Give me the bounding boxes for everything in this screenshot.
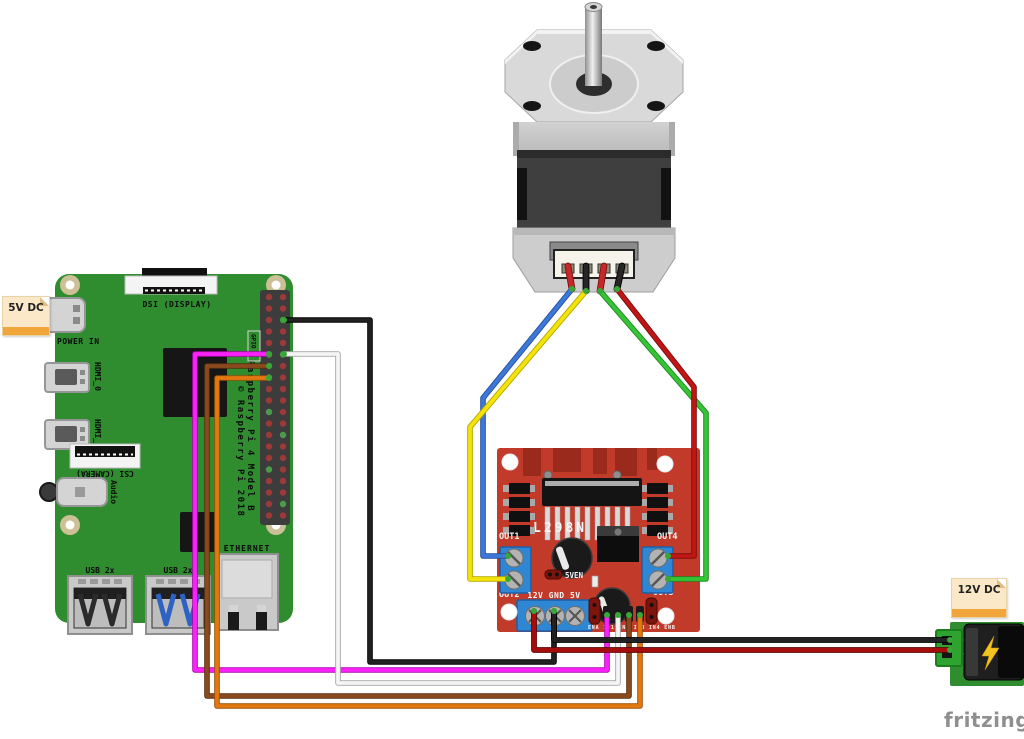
ethernet-label: ETHERNET — [224, 544, 271, 553]
wire-coil-b2-red[interactable] — [614, 286, 697, 559]
enb-jumper[interactable] — [645, 597, 658, 625]
5ven-jumper[interactable] — [544, 569, 563, 580]
wire-in2-white[interactable] — [281, 351, 621, 686]
pi-copyright-text: © Raspberry Pi 2018 — [235, 386, 246, 517]
out4-out3-terminal[interactable] — [641, 546, 674, 594]
wire-motor-lead-black-b[interactable] — [613, 262, 626, 293]
wire-motor-lead-red-a[interactable] — [564, 262, 576, 293]
note-fold — [40, 297, 49, 306]
out1-label: OUT1 — [499, 532, 519, 542]
heatsink-silkscreen — [523, 448, 657, 476]
wire-coil-b1-green[interactable] — [597, 288, 709, 582]
usb-left-label: USB 2x — [86, 566, 115, 575]
ena-jumper[interactable] — [588, 597, 601, 625]
l298n-mounting-hole — [500, 453, 675, 625]
lightning-bolt-icon — [981, 635, 1000, 671]
usb-right-label: USB 2x — [164, 566, 193, 575]
capacitor — [551, 537, 593, 579]
hdmi1-label: HDMI_1 — [93, 419, 102, 448]
wire-in1-magenta[interactable] — [192, 351, 610, 673]
out4-label: OUT4 — [657, 532, 677, 542]
pi-pcb — [55, 274, 293, 623]
motor-shaft — [584, 2, 603, 86]
diodes-left — [503, 483, 535, 536]
note-12v-dc[interactable]: 12V DC — [951, 578, 1007, 618]
note-strip — [3, 327, 49, 335]
gpio-header[interactable] — [260, 290, 290, 525]
gpio-label: GPIO — [250, 334, 257, 349]
voltage-regulator — [597, 526, 639, 562]
usb2-port — [67, 575, 133, 635]
hdmi0-label: HDMI_0 — [93, 362, 102, 391]
diodes-right — [642, 483, 673, 536]
stepper-motor[interactable] — [504, 0, 685, 296]
pi-model-text: Raspberry Pi 4 Model B — [245, 360, 256, 512]
wire-coil-a2-yellow[interactable] — [467, 288, 589, 582]
wire-junction-dots — [266, 286, 953, 653]
csi-connector — [69, 443, 141, 469]
note-5v-dc[interactable]: 5V DC — [2, 296, 50, 336]
power-in-label: POWER IN — [57, 337, 100, 346]
l298n-label: L298N — [533, 521, 587, 536]
fritzing-watermark: fritzing — [944, 708, 1024, 732]
wire-gnd-black[interactable] — [281, 317, 557, 665]
wire-coil-a1-blue[interactable] — [480, 286, 575, 559]
hdmi1-port — [44, 419, 90, 450]
note-fold — [997, 579, 1006, 588]
hdmi0-port — [44, 362, 90, 393]
power-terminal-label: 12V GND 5V — [527, 591, 580, 600]
audio-jack — [39, 477, 108, 507]
motor-mid-band — [517, 150, 671, 232]
csi-label: CSI (CAMERA) — [76, 469, 134, 478]
wire-supply-gnd-black[interactable] — [551, 608, 953, 643]
wire-supply-12v-red[interactable] — [531, 608, 953, 653]
dsi-connector — [124, 268, 218, 295]
smd-part — [591, 575, 599, 588]
gpio-silkscreen-box: GPIO — [247, 330, 261, 362]
raspberry-pi-board[interactable]: DSI (DISPLAY) POWER IN HDMI_0 HDMI_1 — [39, 268, 293, 636]
wire-in4-orange[interactable] — [214, 375, 643, 709]
dsi-label: DSI (DISPLAY) — [142, 300, 211, 309]
5ven-label: 5VEN — [565, 571, 584, 580]
note-12v-text: 12V DC — [957, 584, 1001, 596]
note-strip — [952, 609, 1006, 617]
audio-label: Audio — [109, 480, 119, 504]
wire-in3-brown[interactable] — [204, 363, 632, 699]
wire-motor-lead-red-b[interactable] — [596, 262, 608, 295]
note-5v-text: 5V DC — [8, 302, 44, 314]
out2-label: OUT2 — [499, 590, 519, 600]
ethernet-jack — [215, 553, 279, 631]
